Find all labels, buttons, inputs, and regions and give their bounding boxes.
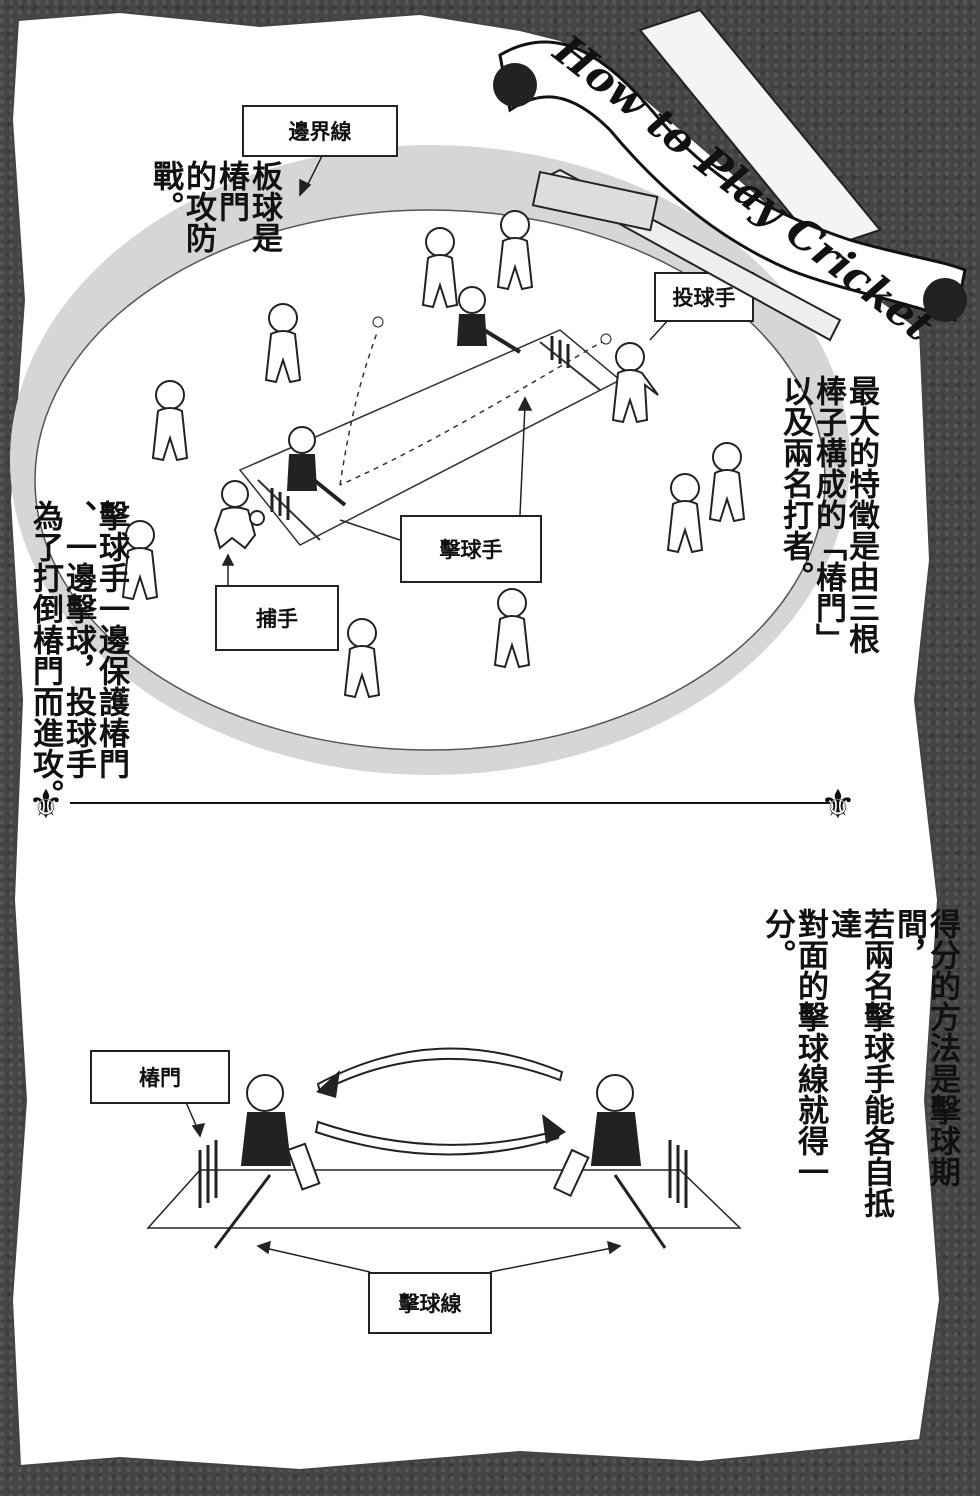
wicket-label: 椿門 (90, 1050, 230, 1104)
fleur-left-icon: ⚜ (28, 782, 64, 828)
crease-label: 擊球線 (368, 1272, 492, 1334)
crease-right-line (613, 1174, 667, 1249)
fielder-icon (493, 588, 531, 669)
run-arrow-right-icon (314, 1120, 562, 1156)
ribbon-curl-left-icon (493, 63, 537, 107)
fielder-icon (666, 473, 704, 554)
bowler-figure-icon (611, 342, 659, 424)
non-striker-batsman-icon (456, 286, 522, 354)
ribbon-icon (498, 40, 967, 323)
crease-left-line (213, 1174, 272, 1249)
batsman-left-icon (240, 1074, 321, 1191)
caption-intro: 板球是椿門的攻防戰。 (147, 160, 282, 253)
cricket-bat-icon (531, 8, 882, 342)
fielder-icon (343, 618, 381, 699)
wicket-far-icon (550, 336, 570, 368)
boundary-label: 邊界線 (242, 105, 398, 157)
fielders (121, 210, 746, 699)
hit-path (339, 329, 379, 486)
caption-roles: 擊球手一邊保護椿門、一邊擊球，投球手為了打倒椿門而進攻。 (27, 500, 129, 810)
caption-scoring: 得分的方法是擊球期間，若兩名擊球手能各自抵達對面的擊球線就得一分。 (759, 908, 960, 1218)
fielder-icon (151, 380, 189, 462)
batsman-label: 擊球手 (400, 515, 542, 583)
section-divider: ⚜ ⚜ (28, 782, 856, 828)
pitch-outline (146, 1169, 742, 1229)
batsman-right-icon (552, 1074, 642, 1198)
wicket-near-icon (270, 488, 290, 520)
caption-wicket-feature: 最大的特徵是由三根棒子構成的「椿門」以及兩名打者。 (777, 375, 879, 654)
fielder-icon (496, 210, 534, 291)
run-arrow-left-icon (316, 1047, 564, 1094)
bottom-label-pointers (184, 1099, 622, 1273)
fielder-icon (708, 442, 746, 523)
catcher-figure-icon (213, 480, 265, 550)
ribbon-curl-right-icon (923, 278, 967, 322)
wicket-right-icon (668, 1140, 688, 1208)
ball-icon (372, 316, 384, 328)
wicket-left-icon (198, 1140, 218, 1208)
fielder-icon (264, 303, 302, 384)
catcher-label: 捕手 (215, 585, 339, 651)
fielder-icon (121, 520, 159, 601)
ball-bowled-icon (600, 333, 612, 345)
crease-far (539, 341, 601, 391)
fielder-icon (421, 227, 459, 309)
striker-batsman-icon (286, 426, 347, 507)
fleur-right-icon: ⚜ (820, 782, 856, 828)
